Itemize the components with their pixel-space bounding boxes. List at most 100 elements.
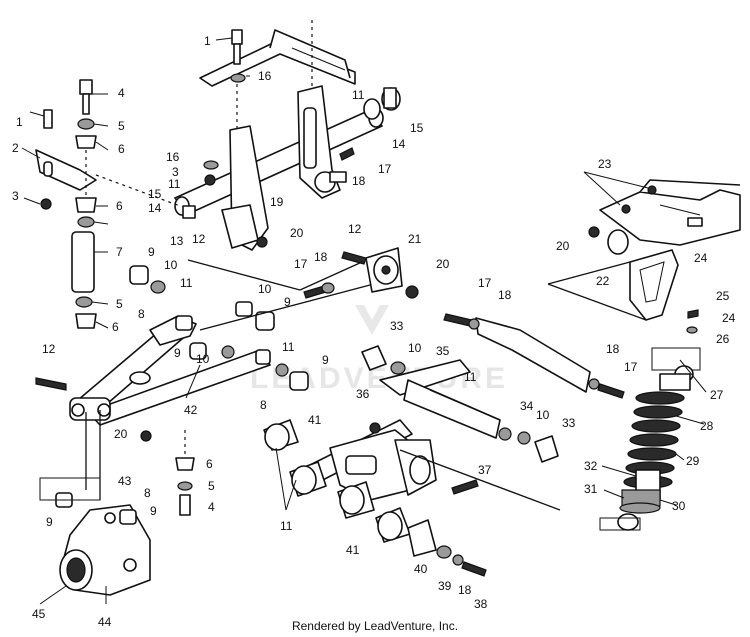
swing-arm-bushings bbox=[263, 345, 559, 577]
callout-16-a[interactable]: 16 bbox=[258, 69, 272, 83]
bushing-6-low bbox=[75, 313, 97, 329]
callout-36[interactable]: 36 bbox=[356, 387, 370, 401]
callout-6-c[interactable]: 6 bbox=[112, 320, 119, 334]
callout-10-d[interactable]: 10 bbox=[408, 341, 422, 355]
callout-6-b[interactable]: 6 bbox=[116, 199, 123, 213]
callout-13[interactable]: 13 bbox=[170, 234, 184, 248]
nut-36 bbox=[369, 422, 381, 434]
callout-3-a[interactable]: 3 bbox=[172, 165, 179, 179]
callout-12-a[interactable]: 12 bbox=[192, 232, 206, 246]
callout-5-b[interactable]: 5 bbox=[116, 297, 123, 311]
washer-10-c bbox=[221, 345, 235, 359]
callout-10-c[interactable]: 10 bbox=[196, 352, 210, 366]
callout-15-a[interactable]: 15 bbox=[410, 121, 424, 135]
swing-arm-35 bbox=[299, 359, 501, 501]
callout-15-b[interactable]: 15 bbox=[148, 187, 162, 201]
callout-35[interactable]: 35 bbox=[436, 344, 450, 358]
callout-8-a[interactable]: 8 bbox=[138, 307, 145, 321]
callout-20-a[interactable]: 20 bbox=[290, 226, 304, 240]
callout-9-c[interactable]: 9 bbox=[174, 346, 181, 360]
callout-31[interactable]: 31 bbox=[584, 482, 598, 496]
callout-18-d[interactable]: 18 bbox=[606, 342, 620, 356]
callout-38[interactable]: 38 bbox=[474, 597, 488, 611]
callout-42[interactable]: 42 bbox=[184, 403, 198, 417]
callout-12-b[interactable]: 12 bbox=[348, 222, 362, 236]
callout-9-b[interactable]: 9 bbox=[284, 295, 291, 309]
callout-11-e[interactable]: 11 bbox=[464, 370, 477, 384]
washer-18-plate bbox=[588, 378, 600, 390]
callout-22[interactable]: 22 bbox=[596, 274, 610, 288]
callout-19[interactable]: 19 bbox=[270, 195, 284, 209]
callout-11-f[interactable]: 11 bbox=[280, 519, 293, 533]
callout-40[interactable]: 40 bbox=[414, 562, 428, 576]
callout-14-a[interactable]: 14 bbox=[392, 137, 406, 151]
callout-12-c[interactable]: 12 bbox=[42, 342, 56, 356]
callout-24-a[interactable]: 24 bbox=[694, 251, 708, 265]
callout-1-b[interactable]: 1 bbox=[16, 115, 23, 129]
callout-45[interactable]: 45 bbox=[32, 607, 46, 621]
callout-32[interactable]: 32 bbox=[584, 459, 598, 473]
callout-29[interactable]: 29 bbox=[686, 454, 700, 468]
callout-18-a[interactable]: 18 bbox=[352, 174, 366, 188]
callout-11-a[interactable]: 11 bbox=[352, 88, 365, 102]
callout-1-a[interactable]: 1 bbox=[204, 34, 211, 48]
callout-9-f[interactable]: 9 bbox=[150, 504, 157, 518]
callout-20-c[interactable]: 20 bbox=[114, 427, 128, 441]
callout-10-e[interactable]: 10 bbox=[536, 408, 550, 422]
callout-24-b[interactable]: 24 bbox=[722, 311, 736, 325]
callout-9-e[interactable]: 9 bbox=[46, 515, 53, 529]
callout-18-e[interactable]: 18 bbox=[458, 583, 472, 597]
callout-5-c[interactable]: 5 bbox=[208, 479, 215, 493]
callout-17-a[interactable]: 17 bbox=[378, 162, 392, 176]
callout-20-d[interactable]: 20 bbox=[556, 239, 570, 253]
callout-16-b[interactable]: 16 bbox=[166, 150, 180, 164]
bolt-4-bottom bbox=[179, 494, 191, 516]
callout-4-b[interactable]: 4 bbox=[208, 500, 215, 514]
callout-37[interactable]: 37 bbox=[478, 463, 492, 477]
bolt-17-right bbox=[443, 313, 473, 327]
callout-41-a[interactable]: 41 bbox=[308, 413, 322, 427]
callout-25[interactable]: 25 bbox=[716, 289, 730, 303]
callout-11-d[interactable]: 11 bbox=[282, 340, 295, 354]
callout-28[interactable]: 28 bbox=[700, 419, 714, 433]
callout-11-c[interactable]: 11 bbox=[180, 276, 193, 290]
callout-2[interactable]: 2 bbox=[12, 141, 19, 155]
callout-4-a[interactable]: 4 bbox=[118, 86, 125, 100]
callout-21[interactable]: 21 bbox=[408, 232, 422, 246]
bushing-33-top bbox=[361, 345, 387, 371]
callout-34[interactable]: 34 bbox=[520, 399, 534, 413]
callout-6-a[interactable]: 6 bbox=[118, 142, 125, 156]
callout-11-b[interactable]: 11 bbox=[168, 177, 181, 191]
leader-lines bbox=[21, 37, 707, 605]
callout-23[interactable]: 23 bbox=[598, 157, 612, 171]
callout-27[interactable]: 27 bbox=[710, 388, 724, 402]
callout-18-b[interactable]: 18 bbox=[314, 250, 328, 264]
callout-43[interactable]: 43 bbox=[118, 474, 132, 488]
callout-26[interactable]: 26 bbox=[716, 332, 730, 346]
callout-41-b[interactable]: 41 bbox=[346, 543, 360, 557]
callout-17-b[interactable]: 17 bbox=[294, 257, 308, 271]
callout-18-c[interactable]: 18 bbox=[498, 288, 512, 302]
bracket-2 bbox=[35, 149, 97, 191]
callout-44[interactable]: 44 bbox=[98, 615, 112, 629]
callout-30[interactable]: 30 bbox=[672, 499, 686, 513]
callout-6-d[interactable]: 6 bbox=[206, 457, 213, 471]
callout-10-b[interactable]: 10 bbox=[258, 282, 272, 296]
callout-39[interactable]: 39 bbox=[438, 579, 452, 593]
callout-8-c[interactable]: 8 bbox=[144, 486, 151, 500]
callout-3-b[interactable]: 3 bbox=[12, 189, 19, 203]
callout-14-b[interactable]: 14 bbox=[148, 201, 162, 215]
callout-9-d[interactable]: 9 bbox=[322, 353, 329, 367]
callout-5-a[interactable]: 5 bbox=[118, 119, 125, 133]
callout-10-a[interactable]: 10 bbox=[164, 258, 178, 272]
callout-8-b[interactable]: 8 bbox=[260, 398, 267, 412]
callout-33-a[interactable]: 33 bbox=[390, 319, 404, 333]
callout-33-b[interactable]: 33 bbox=[562, 416, 576, 430]
callout-7[interactable]: 7 bbox=[116, 245, 123, 259]
washer-10-b bbox=[235, 301, 253, 317]
callout-17-c[interactable]: 17 bbox=[478, 276, 492, 290]
callout-9-a[interactable]: 9 bbox=[148, 245, 155, 259]
washer-10-right bbox=[517, 431, 531, 445]
callout-17-d[interactable]: 17 bbox=[624, 360, 638, 374]
callout-20-b[interactable]: 20 bbox=[436, 257, 450, 271]
